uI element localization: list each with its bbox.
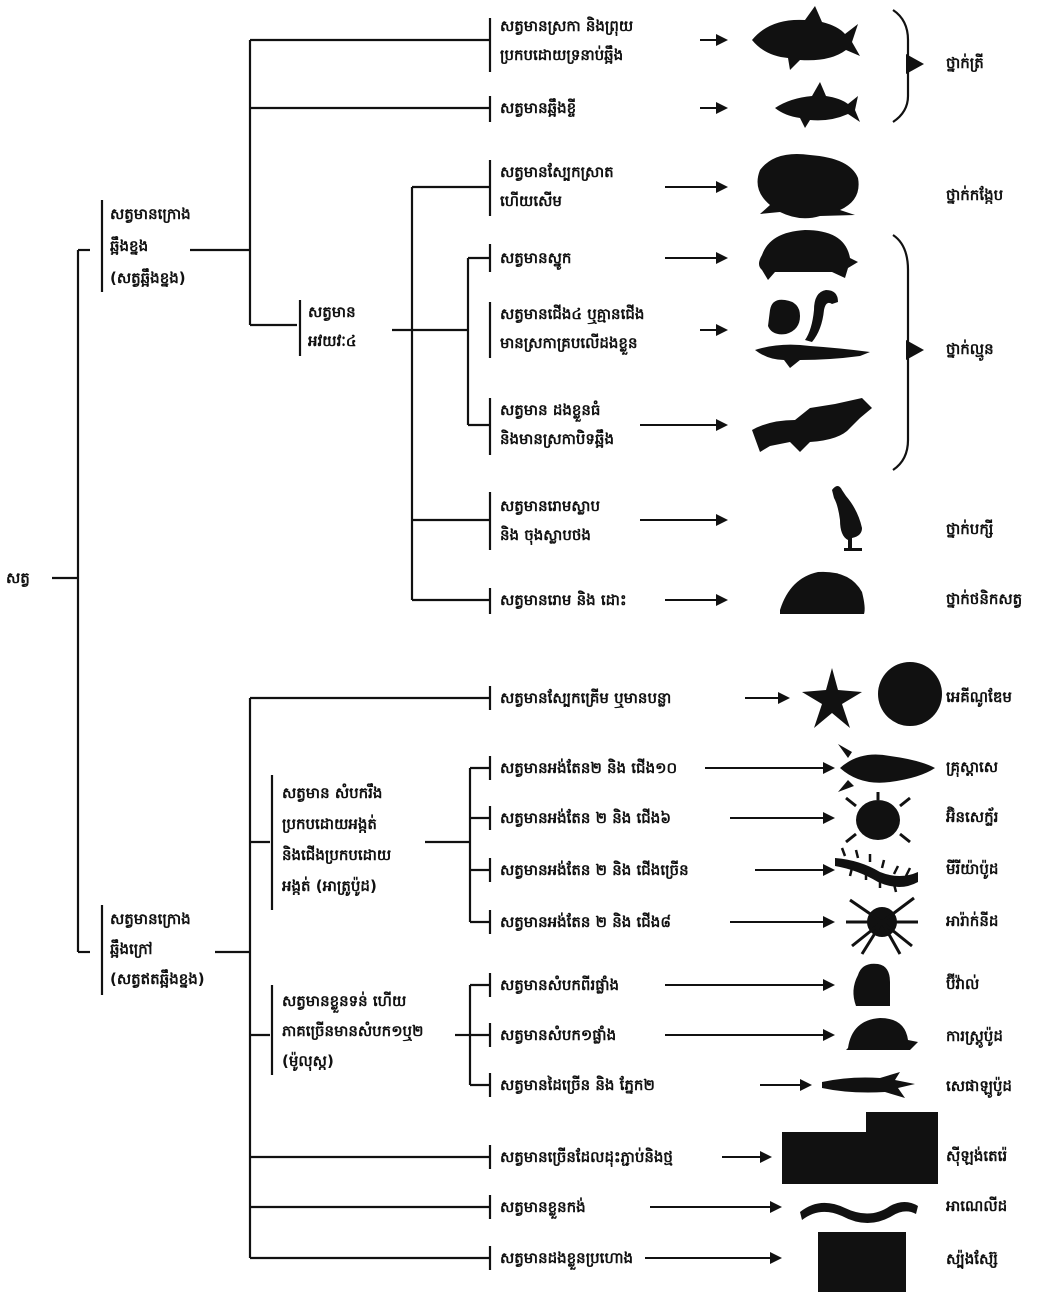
crayfish-icon [838, 744, 935, 792]
snail-icon [846, 1018, 918, 1050]
fish-icon [752, 6, 860, 70]
worm-icon [800, 1202, 918, 1223]
turtle-icon [759, 230, 858, 280]
starfish-urchin-icon [802, 662, 942, 728]
snake-lizard-icon [755, 290, 870, 368]
centipede-icon [835, 848, 918, 892]
bird-icon [832, 486, 862, 551]
frog-icon [758, 154, 859, 218]
clam-icon [853, 964, 890, 1006]
spider-icon [846, 898, 918, 954]
shark-icon [775, 82, 860, 128]
coral-icon [782, 1112, 938, 1184]
beetle-icon [846, 792, 910, 842]
sponge-icon [818, 1232, 906, 1292]
squid-icon [822, 1072, 915, 1098]
mammal-icon [780, 572, 865, 614]
crocodile-icon [752, 398, 872, 452]
